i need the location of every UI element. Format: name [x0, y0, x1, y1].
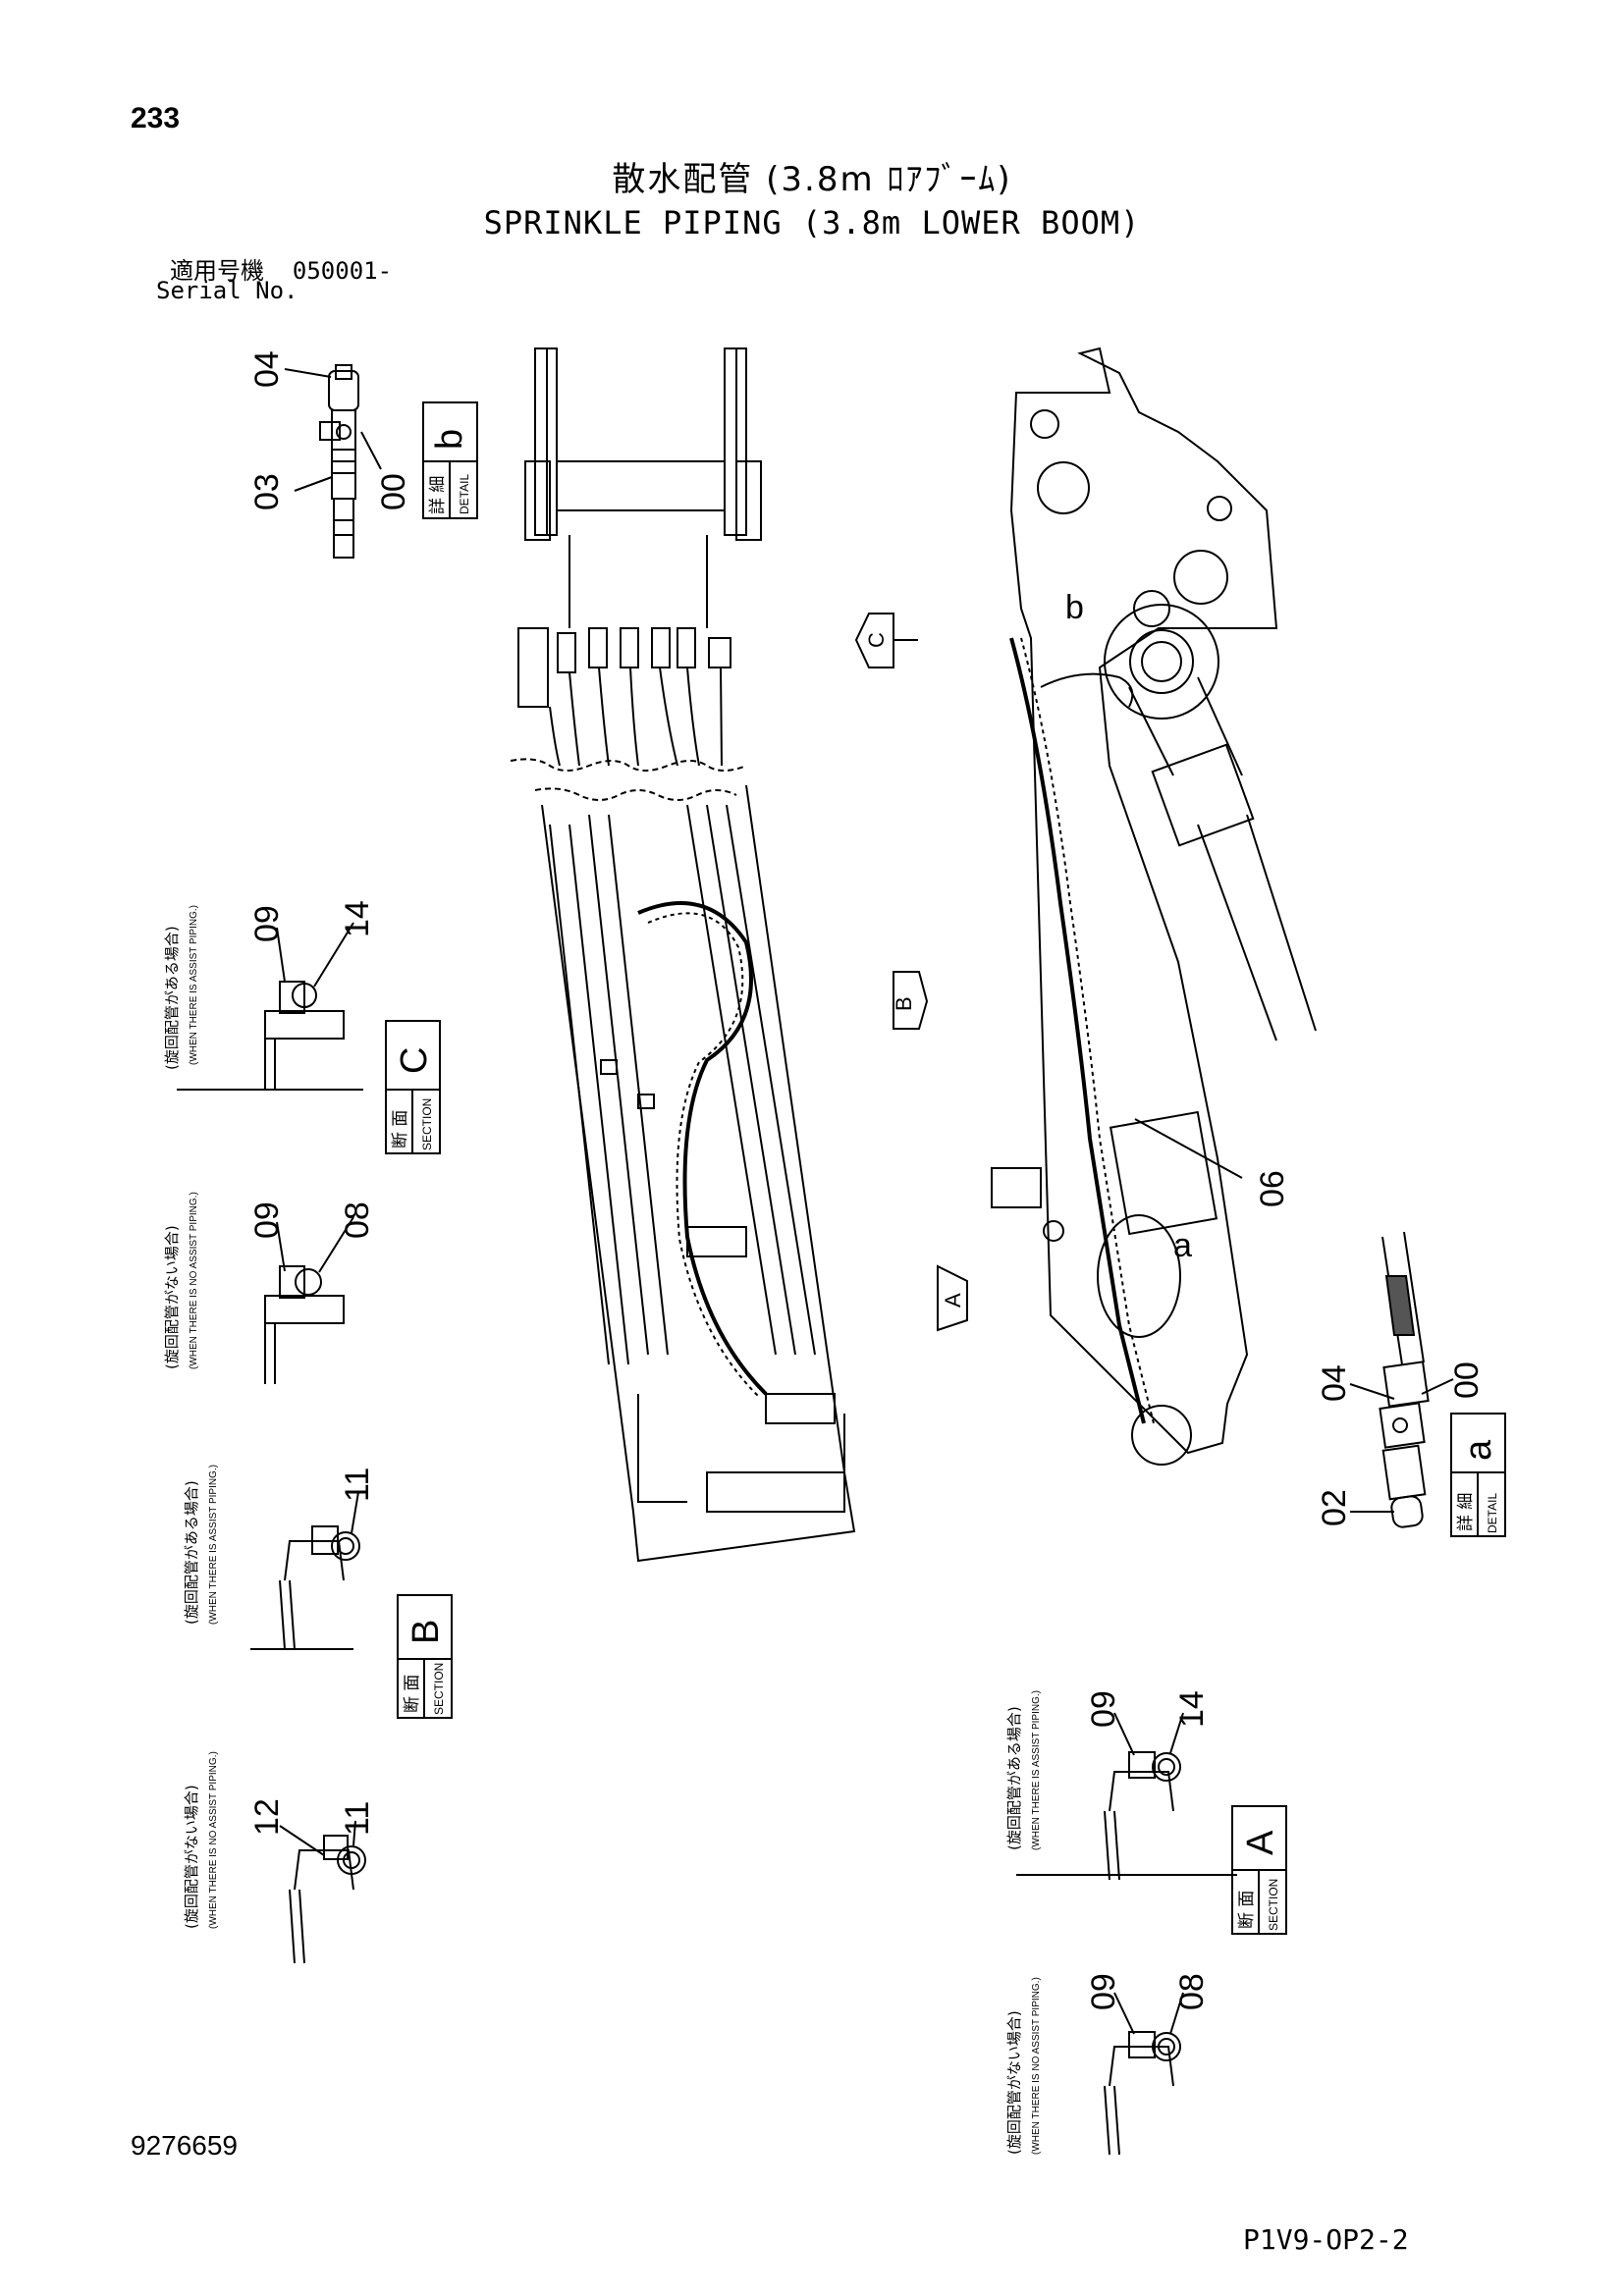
- callout-06: 06: [1254, 1170, 1291, 1207]
- section-a-assist-jp: (旋回配管がある場合): [1005, 1706, 1023, 1850]
- section-a-assist-part-09: 09: [1085, 1690, 1122, 1728]
- boom-side-view: [991, 347, 1317, 1466]
- section-c-assist-en: (WHEN THERE IS ASSIST PIPING.): [189, 905, 199, 1065]
- detail-a-view: [1349, 1231, 1454, 1528]
- detail-b-en: DETAIL: [458, 474, 471, 514]
- detail-b-part-04: 04: [248, 350, 286, 388]
- section-b-noassist-jp: (旋回配管がない場合): [183, 1785, 200, 1929]
- detail-a-part-02: 02: [1316, 1489, 1353, 1526]
- section-a-assist-en: (WHEN THERE IS ASSIST PIPING.): [1031, 1690, 1042, 1850]
- detail-a-part-00: 00: [1448, 1362, 1486, 1399]
- section-c-en: SECTION: [420, 1098, 434, 1150]
- section-b-jp: 断 面: [403, 1675, 422, 1713]
- section-b-noassist-part-12: 12: [248, 1798, 286, 1836]
- section-c-assist-part-09: 09: [248, 905, 286, 942]
- section-a-letter: A: [1240, 1830, 1281, 1855]
- section-c-noassist-jp: (旋回配管がない場合): [163, 1225, 181, 1369]
- detail-a-part-04: 04: [1316, 1364, 1353, 1402]
- section-b-box: B 断 面 SECTION: [397, 1594, 453, 1719]
- detail-circle-b-label: b: [1065, 589, 1084, 626]
- section-b-assist-jp: (旋回配管がある場合): [183, 1480, 200, 1625]
- section-a-jp: 断 面: [1237, 1891, 1257, 1929]
- serial-value: 050001-: [292, 257, 393, 285]
- detail-a-jp: 詳 細: [1456, 1493, 1476, 1531]
- section-b-assist-part-11: 11: [339, 1468, 376, 1502]
- section-c-assist-part-14: 14: [339, 900, 376, 937]
- detail-b-part-03: 03: [248, 473, 286, 510]
- section-b-noassist-en: (WHEN THERE IS NO ASSIST PIPING.): [208, 1751, 219, 1929]
- section-a-noassist-jp: (旋回配管がない場合): [1005, 2010, 1023, 2155]
- section-arrow-c: C: [854, 613, 918, 668]
- section-c-assist-jp: (旋回配管がある場合): [163, 926, 181, 1070]
- section-a-en: SECTION: [1267, 1879, 1280, 1931]
- section-c-assist-view: [177, 922, 363, 1091]
- detail-b-view: [284, 364, 382, 559]
- section-c-noassist-part-09: 09: [248, 1201, 286, 1239]
- section-arrow-a: A: [937, 1264, 968, 1332]
- detail-b-letter: b: [429, 429, 470, 450]
- section-c-box: C 断 面 SECTION: [385, 1020, 441, 1154]
- serial-label-en: Serial No.: [156, 277, 298, 304]
- detail-a-letter: a: [1458, 1439, 1499, 1461]
- title-japanese: 散水配管 (3.8m ﾛｱﾌﾞｰﾑ): [612, 160, 1012, 199]
- section-b-en: SECTION: [432, 1663, 446, 1715]
- detail-b-box: b 詳 細 DETAIL: [422, 401, 478, 519]
- section-b-assist-view: [250, 1491, 360, 1650]
- section-c-noassist-part-08: 08: [339, 1201, 376, 1239]
- section-arrow-b-letter: B: [892, 996, 916, 1011]
- section-a-assist-part-14: 14: [1173, 1690, 1211, 1728]
- section-a-noassist-part-08: 08: [1173, 1973, 1211, 2010]
- section-b-letter: B: [406, 1620, 447, 1644]
- section-b-noassist-view: [279, 1820, 366, 1964]
- detail-circle-a-label: a: [1173, 1227, 1192, 1264]
- section-arrow-a-letter: A: [941, 1293, 965, 1308]
- title-english: SPRINKLE PIPING (3.8m LOWER BOOM): [483, 204, 1141, 241]
- section-a-noassist-en: (WHEN THERE IS NO ASSIST PIPING.): [1031, 1977, 1042, 2155]
- serial-row-jp: 適用号機 050001-: [170, 251, 392, 286]
- section-a-box: A 断 面 SECTION: [1231, 1805, 1287, 1935]
- detail-a-box: a 詳 細 DETAIL: [1450, 1413, 1506, 1537]
- detail-b-part-00: 00: [375, 473, 412, 510]
- section-c-noassist-view: [264, 1216, 354, 1384]
- boom-top-view: [510, 347, 856, 1563]
- document-number: 9276659: [131, 2130, 239, 2161]
- detail-a-en: DETAIL: [1486, 1493, 1499, 1533]
- section-b-noassist-part-11: 11: [339, 1801, 376, 1836]
- detail-b-jp: 詳 細: [428, 476, 448, 514]
- serial-label-jp: 適用号機: [170, 257, 264, 285]
- section-arrow-c-letter: C: [864, 632, 889, 648]
- page-number: 233: [131, 102, 181, 134]
- section-b-assist-en: (WHEN THERE IS ASSIST PIPING.): [208, 1465, 219, 1625]
- figure-code: P1V9-OP2-2: [1243, 2223, 1409, 2256]
- section-c-noassist-en: (WHEN THERE IS NO ASSIST PIPING.): [189, 1192, 199, 1369]
- section-a-assist-view: [1016, 1712, 1237, 1881]
- section-arrow-b: B: [892, 971, 929, 1030]
- section-a-noassist-part-09: 09: [1085, 1973, 1122, 2010]
- section-c-jp: 断 面: [391, 1110, 410, 1148]
- section-a-noassist-view: [1104, 1992, 1184, 2156]
- section-c-letter: C: [394, 1047, 435, 1074]
